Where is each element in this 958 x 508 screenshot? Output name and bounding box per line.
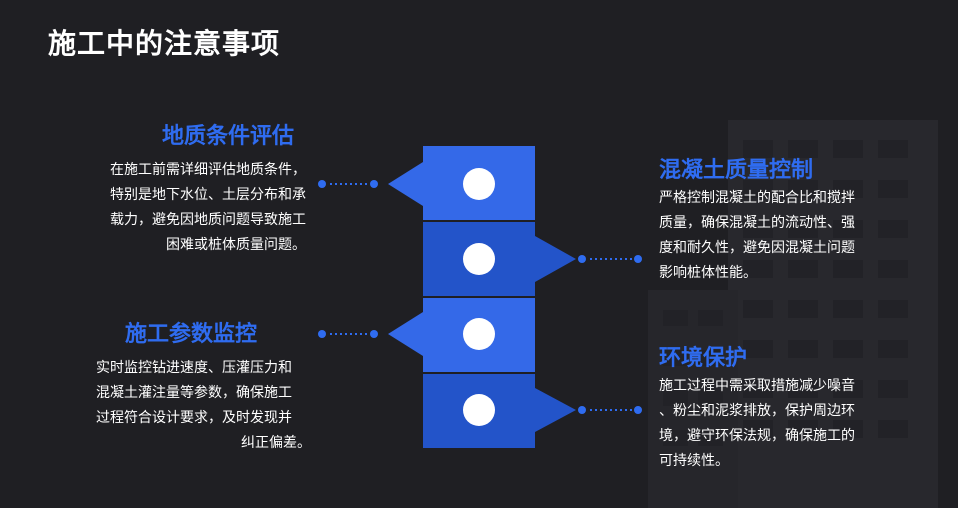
section-text-geology: 在施工前需详细评估地质条件， 特别是地下水位、土层分布和承 载力，避免因地质问题… [66,158,306,258]
block-2 [423,222,576,296]
section-title-parameters: 施工参数监控 [125,322,258,347]
block-1-circle-icon [463,168,495,200]
section-text-concrete: 严格控制混凝土的配合比和搅拌 质量，确保混凝土的流动性、强 度和耐久性，避免因混… [659,186,899,286]
block-1 [388,146,535,220]
text-line: 影响桩体性能。 [659,265,757,281]
stacked-blocks-diagram [388,146,576,448]
text-line: 严格控制混凝土的配合比和搅拌 [659,190,855,206]
section-title-environment: 环境保护 [659,346,748,371]
connector-line-3 [318,330,378,338]
text-line: 在施工前需详细评估地质条件， [110,162,306,178]
connector-line-2 [578,255,642,263]
text-line: 度和耐久性，避免因混凝土问题 [659,240,855,256]
section-title-geology: 地质条件评估 [162,124,295,149]
block-4 [423,374,576,448]
background-building-image [648,120,938,508]
text-line: 境，避守环保法规，确保施工的 [659,428,855,444]
text-line: 混凝土灌注量等参数，确保施工 [96,385,292,401]
text-line: 实时监控钻进速度、压灌压力和 [96,360,292,376]
text-line: 、粉尘和泥浆排放，保护周边环 [659,403,855,419]
text-line: 施工过程中需采取措施减少噪音 [659,378,855,394]
text-line: 过程符合设计要求，及时发现并 [96,410,292,426]
block-3-circle-icon [463,318,495,350]
text-line: 特别是地下水位、土层分布和承 [110,187,306,203]
section-text-parameters: 实时监控钻进速度、压灌压力和 混凝土灌注量等参数，确保施工 过程符合设计要求，及… [96,356,311,456]
connector-line-1 [318,180,378,188]
text-line: 纠正偏差。 [241,435,311,451]
section-title-concrete: 混凝土质量控制 [659,158,814,183]
text-line: 可持续性。 [659,453,729,469]
text-line: 质量，确保混凝土的流动性、强 [659,215,855,231]
text-line: 困难或桩体质量问题。 [166,237,306,253]
connector-line-4 [578,406,642,414]
text-line: 载力，避免因地质问题导致施工 [110,212,306,228]
block-4-circle-icon [463,394,495,426]
section-text-environment: 施工过程中需采取措施减少噪音 、粉尘和泥浆排放，保护周边环 境，避守环保法规，确… [659,374,899,474]
page-title: 施工中的注意事项 [48,27,281,60]
block-3 [388,298,535,372]
block-2-circle-icon [463,243,495,275]
